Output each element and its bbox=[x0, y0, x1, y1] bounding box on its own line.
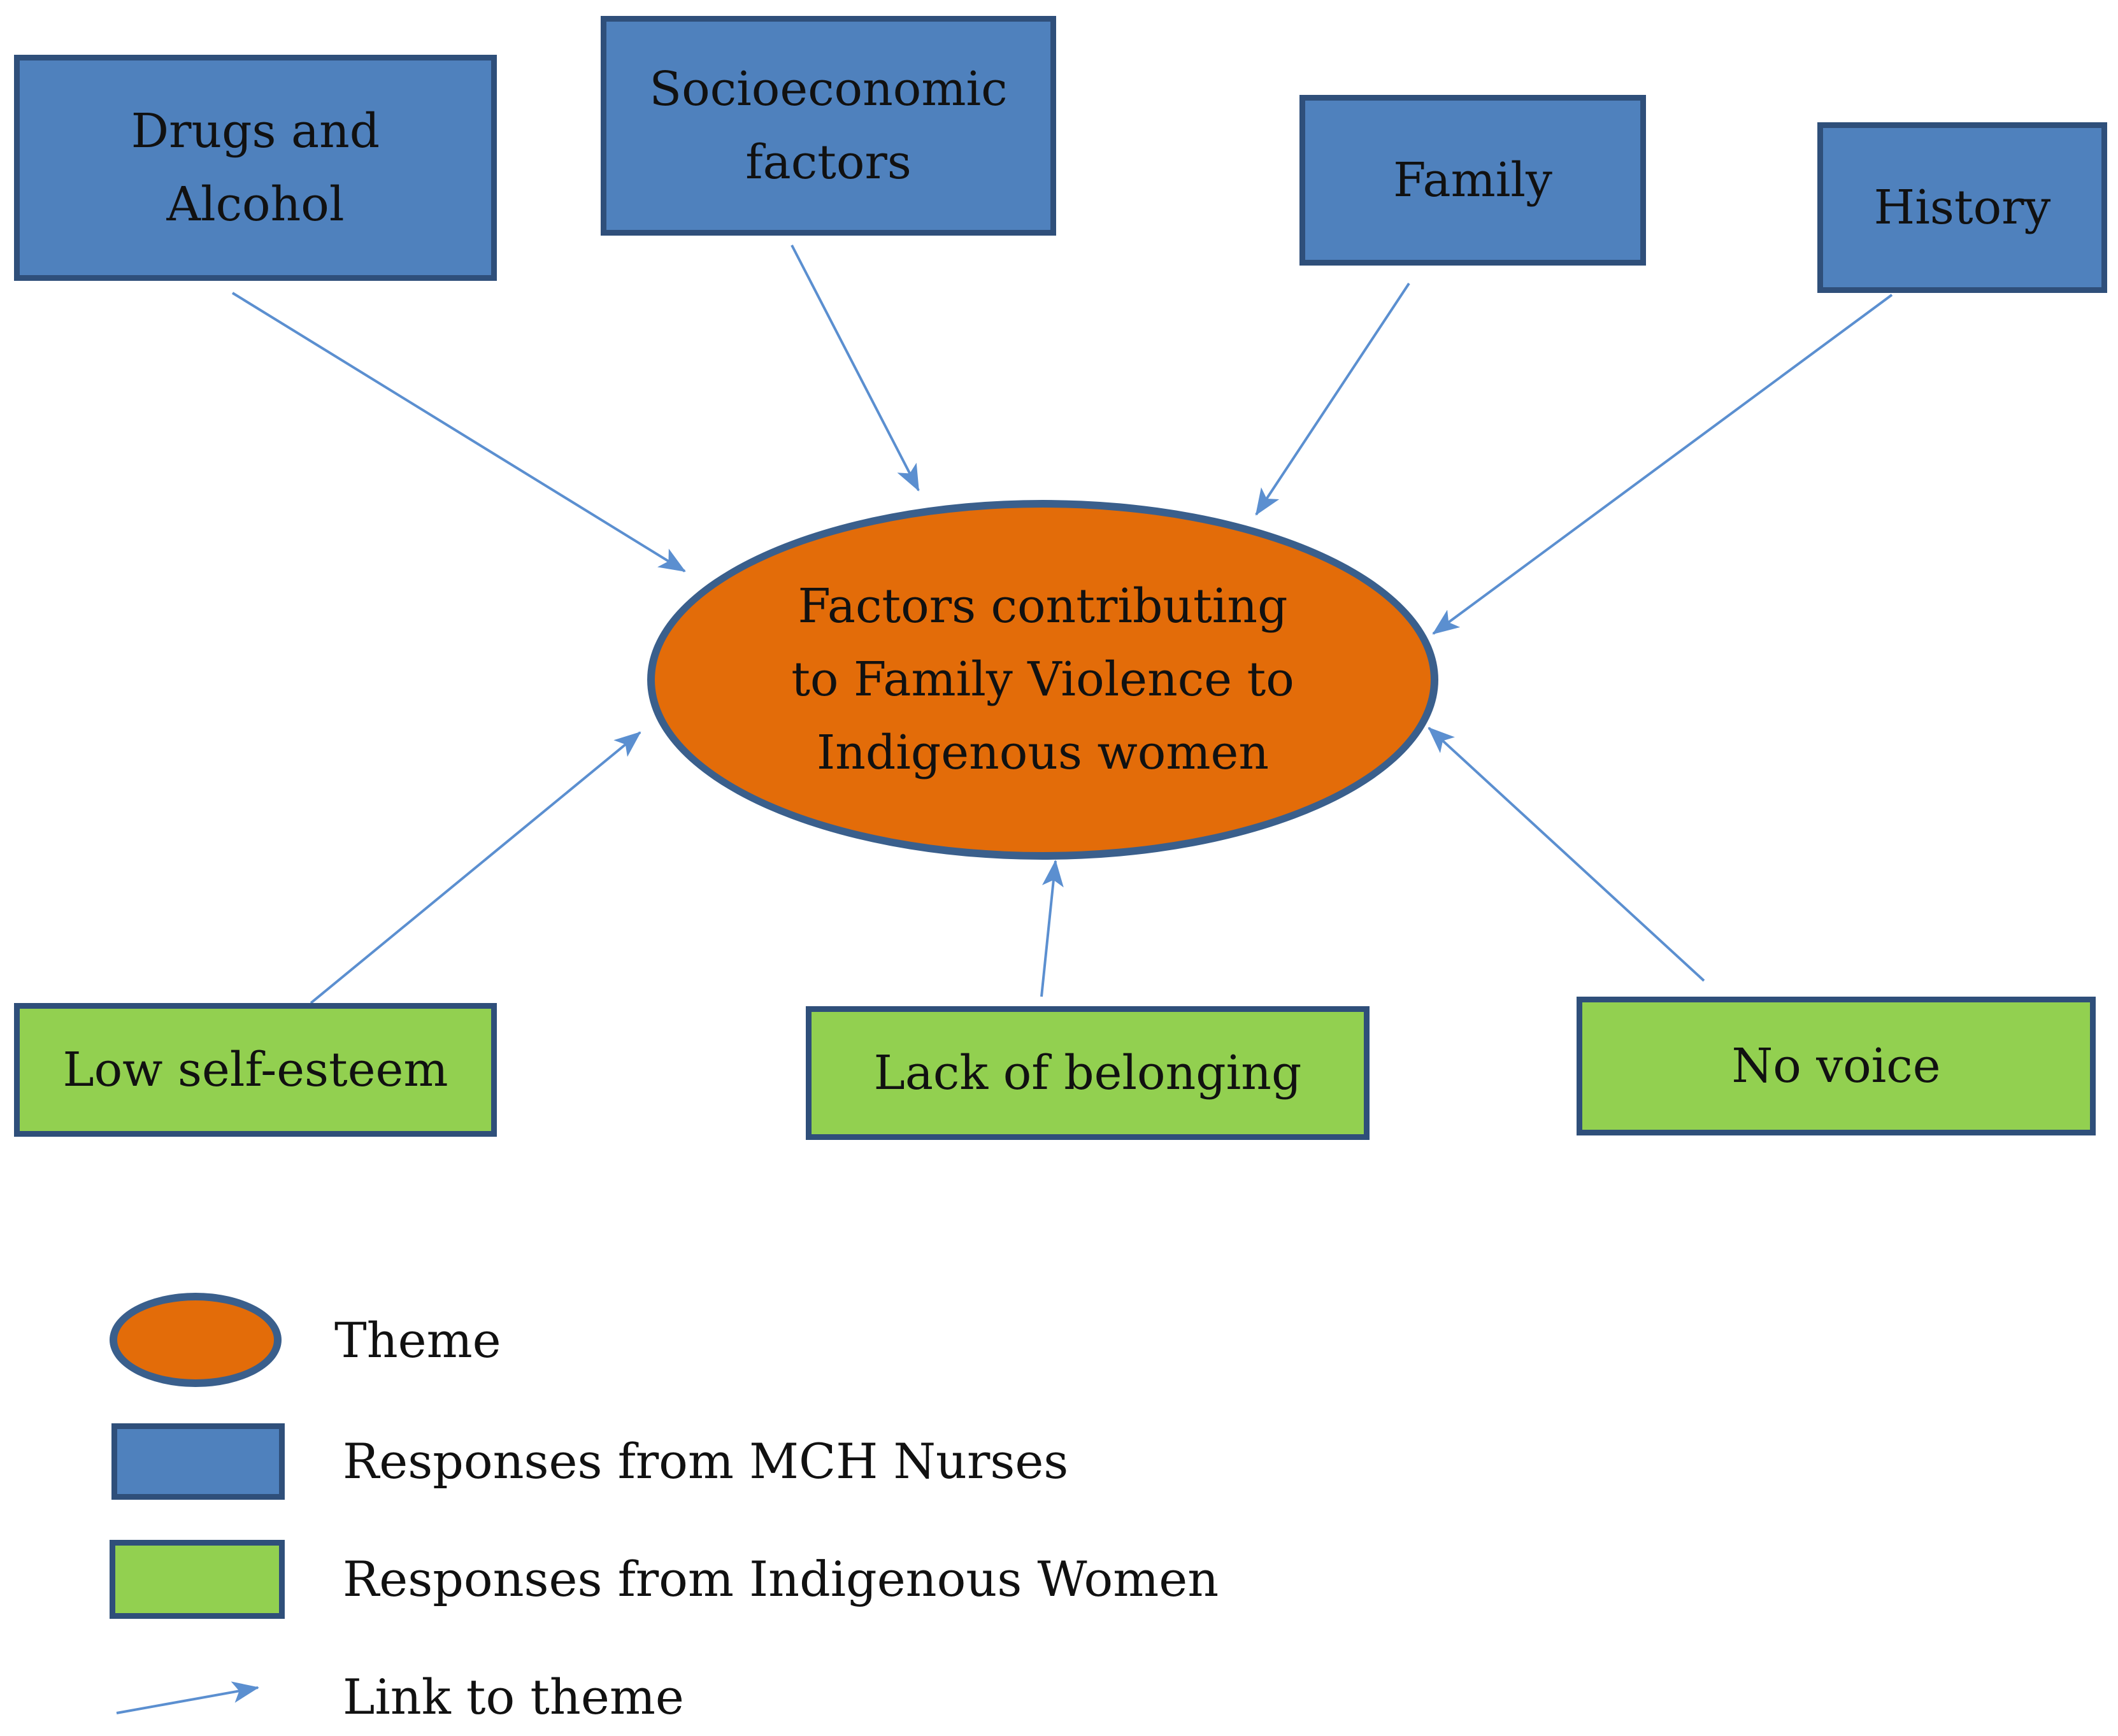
theme-ellipse: Factors contributing to Family Violence … bbox=[647, 500, 1438, 860]
legend-theme-label: Theme bbox=[334, 1312, 501, 1369]
response-label: Socioeconomic factors bbox=[649, 61, 1008, 190]
arrow-lack-of-belonging-to-theme bbox=[1040, 860, 1064, 997]
arrow-no-voice-to-theme bbox=[1428, 727, 1705, 982]
arrow-socioeconomic-to-theme bbox=[791, 245, 920, 492]
response-lack-of-belonging: Lack of belonging bbox=[806, 1006, 1370, 1140]
legend-women-label: Responses from Indigenous Women bbox=[343, 1551, 1219, 1607]
response-socioeconomic-factors: Socioeconomic factors bbox=[601, 16, 1056, 236]
theme-label: Factors contributing to Family Violence … bbox=[791, 579, 1294, 780]
legend-link-arrow bbox=[116, 1681, 259, 1714]
arrow-family-to-theme bbox=[1255, 282, 1410, 516]
legend-nurses-swatch bbox=[111, 1423, 285, 1500]
arrow-low-self-esteem-to-theme bbox=[310, 731, 641, 1004]
response-low-self-esteem: Low self-esteem bbox=[14, 1003, 497, 1137]
response-label: Lack of belonging bbox=[873, 1045, 1302, 1100]
response-label: Family bbox=[1393, 152, 1552, 208]
response-drugs-and-alcohol: Drugs and Alcohol bbox=[14, 55, 497, 281]
response-label: History bbox=[1873, 180, 2051, 235]
response-label: Drugs and Alcohol bbox=[131, 103, 380, 232]
legend-nurses-label: Responses from MCH Nurses bbox=[343, 1433, 1069, 1490]
legend-women-swatch bbox=[110, 1540, 285, 1619]
legend-link-label: Link to theme bbox=[343, 1668, 684, 1725]
arrow-drugs-to-theme bbox=[231, 292, 686, 573]
response-label: Low self-esteem bbox=[62, 1042, 448, 1097]
response-label: No voice bbox=[1731, 1038, 1941, 1093]
response-no-voice: No voice bbox=[1577, 997, 2096, 1135]
response-history: History bbox=[1817, 122, 2107, 293]
response-family: Family bbox=[1299, 95, 1646, 266]
legend-theme-swatch bbox=[110, 1293, 282, 1387]
arrow-history-to-theme bbox=[1432, 294, 1893, 635]
